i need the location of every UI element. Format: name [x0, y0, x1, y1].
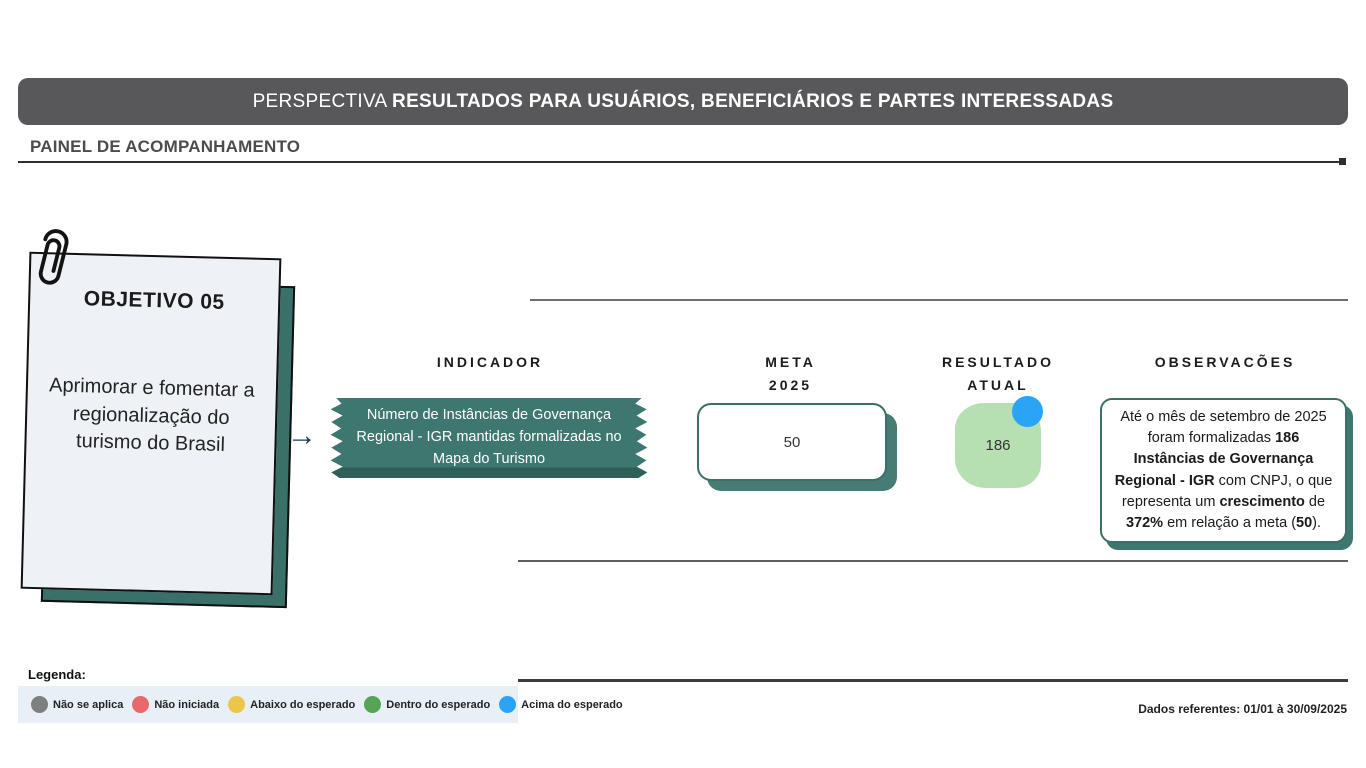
legend-item: Acima do esperado [499, 696, 623, 713]
result-value: 186 [985, 437, 1011, 454]
panel-title: PAINEL DE ACOMPANHAMENTO [30, 137, 301, 156]
rule-end-dot [1339, 158, 1346, 165]
observations-segment: com CNPJ, o que representa um [1121, 472, 1333, 510]
observations-text: Até o mês de setembro de 2025 foram form… [1111, 407, 1336, 533]
legend-item-label: Dentro do esperado [386, 698, 491, 711]
legend-status-dot-icon [31, 696, 48, 713]
column-header-observations: OBSERVACÕES [1154, 354, 1296, 370]
legend-status-dot-icon [132, 696, 150, 713]
legend-item: Abaixo do esperado [228, 696, 355, 713]
indicator-text: Número de Instâncias de Governança Regio… [356, 407, 622, 467]
observations-segment: de [1304, 493, 1326, 510]
column-header-result: RESULTADO ATUAL [912, 351, 1084, 397]
observations-segment: Até o mês de setembro de 2025 foram form… [1120, 409, 1327, 447]
objective-note: OBJETIVO 05 Aprimorar e fomentar a regio… [20, 251, 282, 596]
legend-status-dot-icon [499, 696, 517, 713]
result-header-line2: ATUAL [967, 377, 1029, 393]
observations-segment: em relação a meta ( [1163, 514, 1297, 531]
legend-item: Dentro do esperado [364, 696, 490, 713]
legend-item-label: Acima do esperado [521, 698, 623, 711]
observations-bold-segment: 372% [1125, 514, 1164, 531]
observations-bold-segment: crescimento [1219, 493, 1305, 510]
target-value: 50 [783, 433, 801, 451]
observations-segment: ). [1312, 514, 1322, 531]
target-value-card: 50 [697, 403, 887, 481]
legend-item-label: Não iniciada [154, 698, 220, 711]
column-header-target: META 2025 [728, 351, 853, 397]
legend-item-label: Abaixo do esperado [250, 698, 356, 711]
observations-box: Até o mês de setembro de 2025 foram form… [1100, 398, 1347, 543]
objective-description: Aprimorar e fomentar a regionalização do… [48, 374, 255, 457]
result-header-line1: RESULTADO [941, 354, 1055, 370]
status-dot-above-expected [1012, 396, 1043, 427]
objective-label: OBJETIVO 05 [83, 287, 225, 314]
legend-status-dot-icon [228, 696, 246, 713]
legend-status-dot-icon [364, 696, 382, 713]
separator-rule-bottom [518, 679, 1348, 682]
legend-item: Não iniciada [132, 696, 219, 713]
perspective-header-bar: PERSPECTIVA RESULTADOS PARA USUÁRIOS, BE… [18, 78, 1348, 125]
column-header-indicator: INDICADOR [436, 354, 544, 370]
target-header-line2: 2025 [768, 377, 813, 393]
separator-rule-top [530, 299, 1348, 301]
panel-title-rule [18, 158, 1346, 165]
observations-bold-segment: 50 [1296, 514, 1313, 531]
indicator-ribbon: Número de Instâncias de Governança Regio… [330, 398, 648, 478]
legend-strip: Não se aplica Não iniciada Abaixo do esper… [18, 686, 623, 723]
observations-bold-segment: 186 Instâncias de Governança Regional - … [1114, 430, 1314, 489]
legend-label: Legenda: [28, 667, 86, 682]
perspective-title: PERSPECTIVA RESULTADOS PARA USUÁRIOS, BE… [253, 91, 1114, 113]
perspective-title-emphasis: RESULTADOS PARA USUÁRIOS, BENEFICIÁRIOS … [392, 90, 1114, 112]
arrow-right-icon: → [287, 419, 317, 452]
paperclip-icon [38, 229, 69, 285]
legend-item-label: Não se aplica [53, 698, 124, 711]
perspective-title-prefix: PERSPECTIVA [252, 90, 393, 112]
legend-item: Não se aplica [31, 696, 123, 713]
separator-rule-middle [518, 560, 1348, 562]
data-reference-note: Dados referentes: 01/01 à 30/09/2025 [1138, 702, 1347, 716]
target-header-line1: META [765, 354, 816, 370]
